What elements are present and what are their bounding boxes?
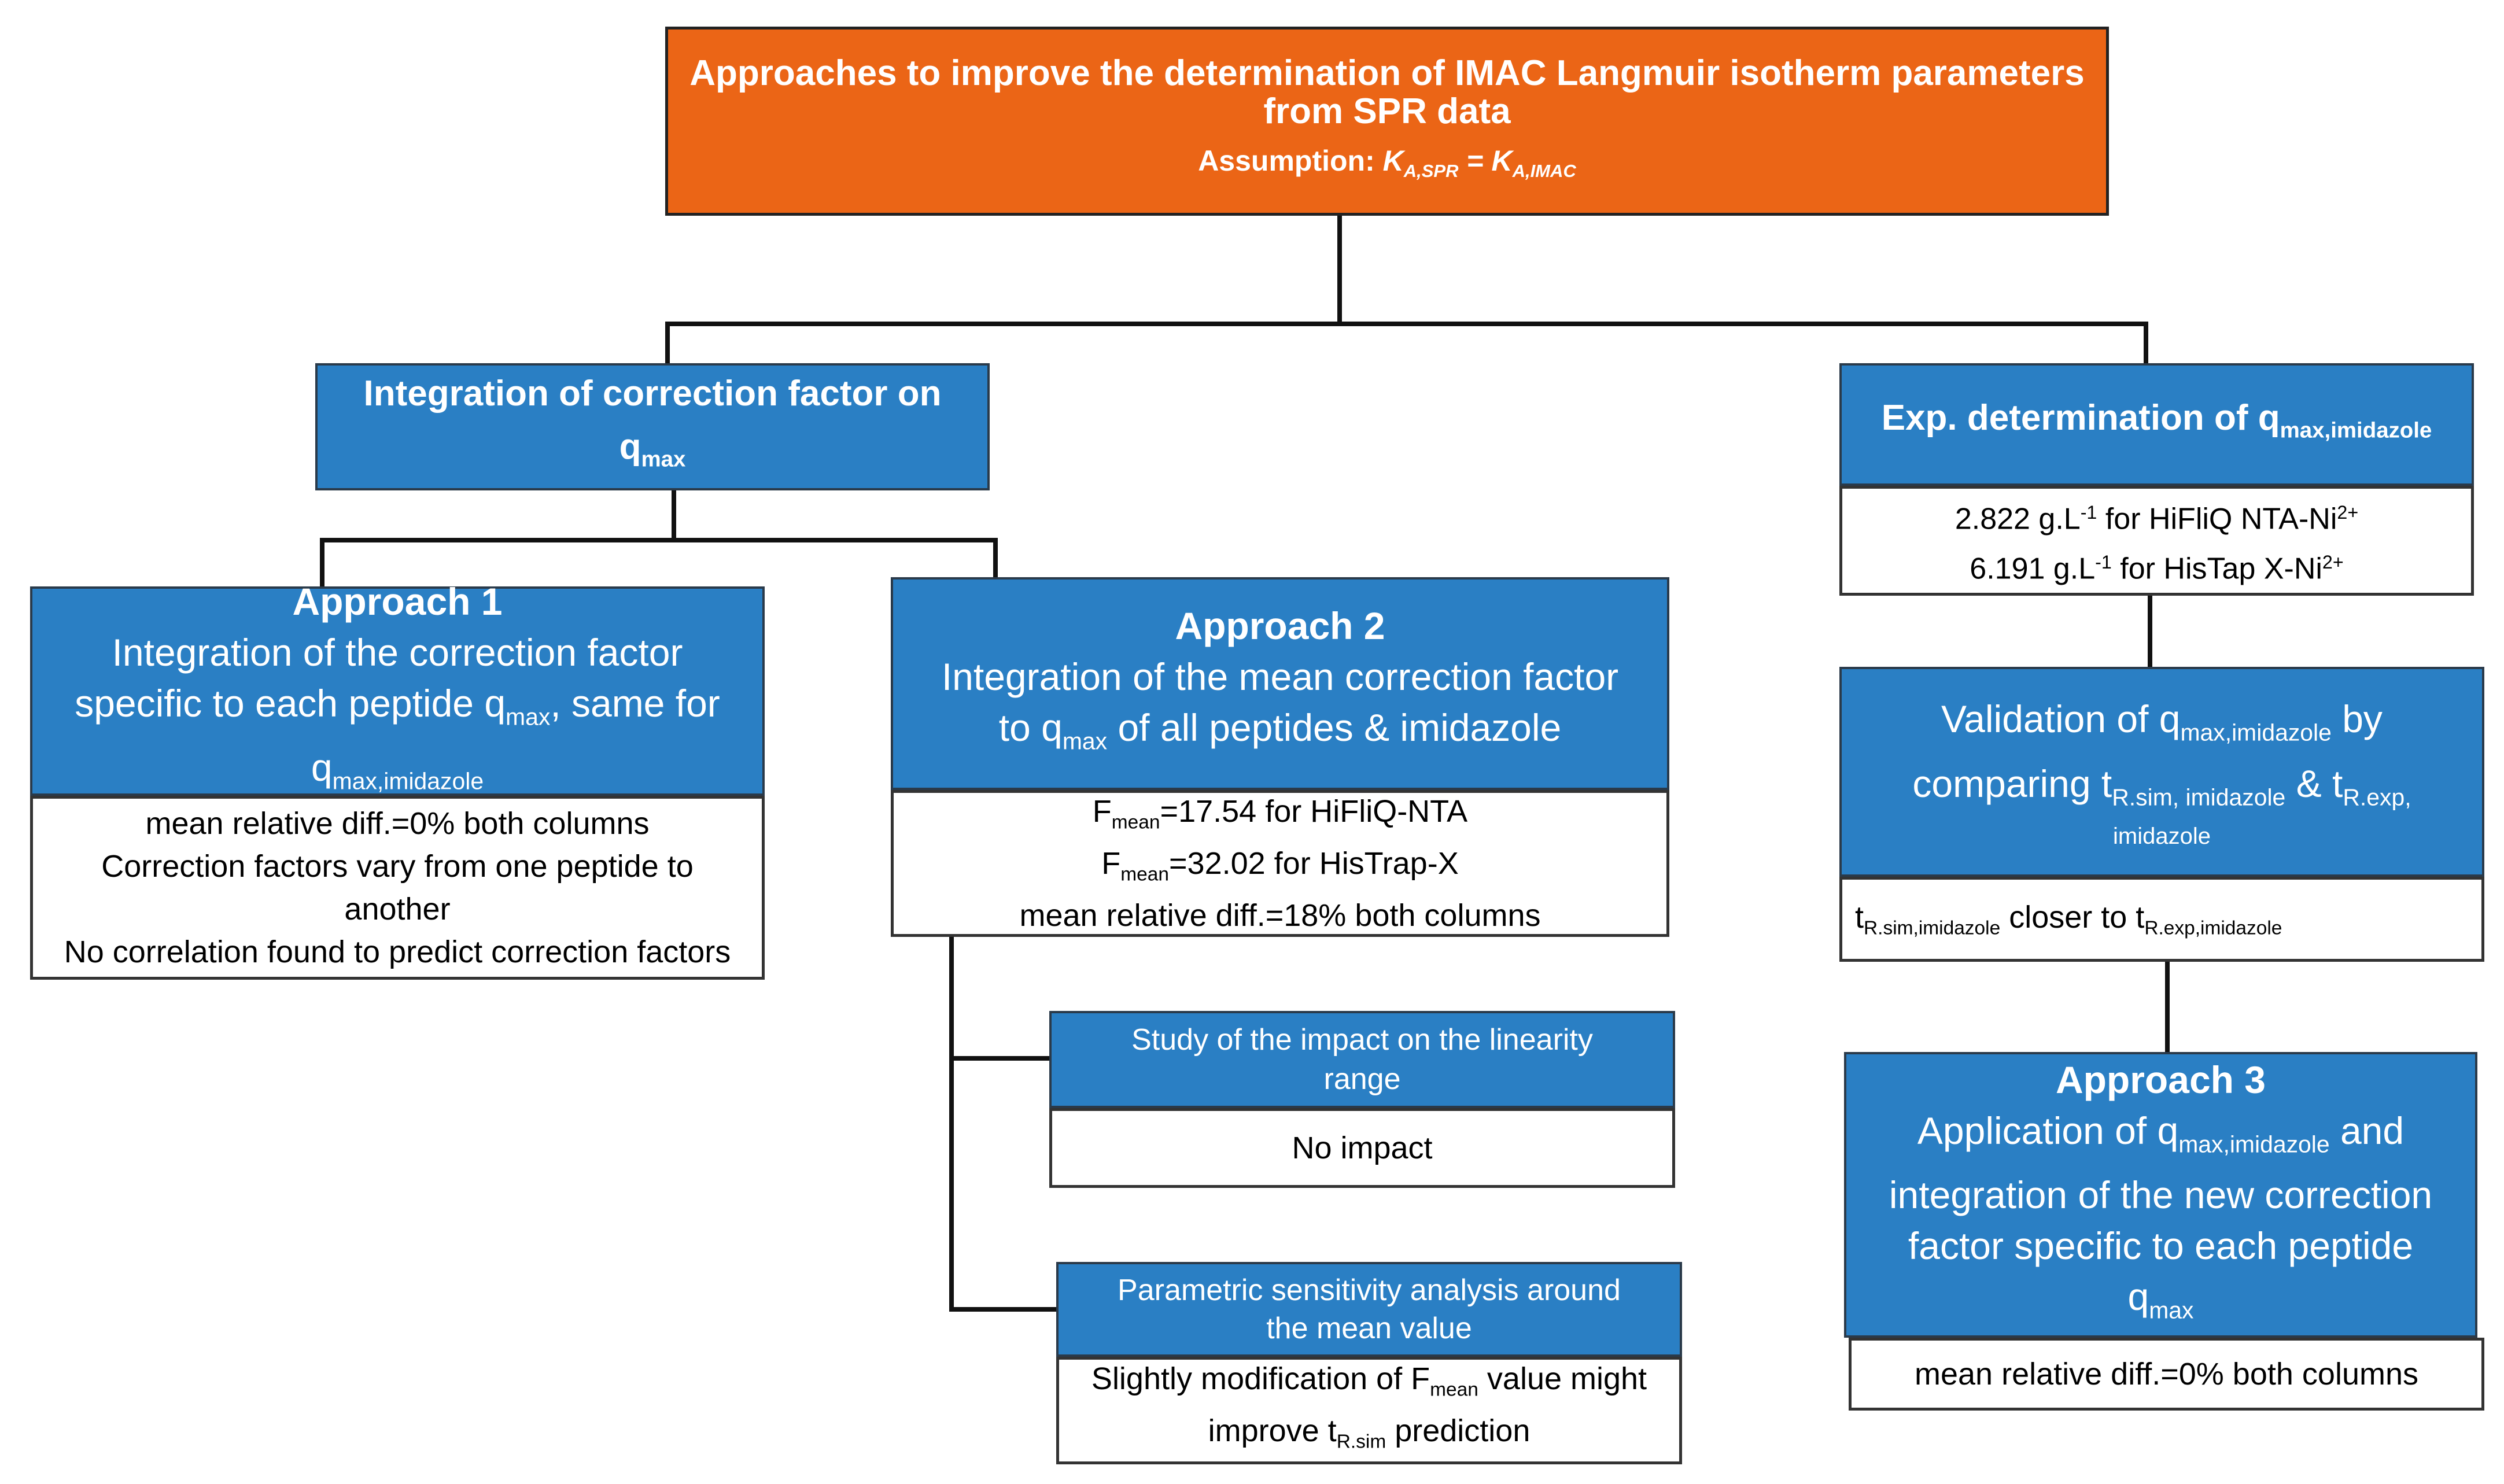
validation-result: tR.sim,imidazole closer to tR.exp,imidaz… bbox=[1839, 877, 2484, 962]
approach1-line1: Integration of the correction factor bbox=[112, 630, 683, 674]
exp-determination-title: Exp. determination of qmax,imidazole bbox=[1881, 398, 2432, 443]
approach2-result-diff: mean relative diff.=18% both columns bbox=[1019, 898, 1541, 933]
approach2-result: Fmean=17.54 for HiFliQ-NTA Fmean=32.02 f… bbox=[891, 790, 1669, 937]
correction-factor-title: Integration of correction factor on bbox=[363, 374, 942, 414]
approach2-line1: Integration of the mean correction facto… bbox=[941, 655, 1619, 699]
sensitivity-title-line1: Parametric sensitivity analysis around bbox=[1118, 1273, 1621, 1307]
approach1-line3: qmax,imidazole bbox=[311, 746, 484, 795]
approach3-result: mean relative diff.=0% both columns bbox=[1849, 1338, 2484, 1411]
linearity-box: Study of the impact on the linearity ran… bbox=[1049, 1011, 1675, 1108]
validation-result-text: tR.sim,imidazole closer to tR.exp,imidaz… bbox=[1855, 899, 2282, 939]
exp-determination-result: 2.822 g.L-1 for HiFliQ NTA-Ni2+ 6.191 g.… bbox=[1839, 486, 2474, 596]
approach3-box: Approach 3 Application of qmax,imidazole… bbox=[1844, 1052, 2477, 1338]
exp-determination-box: Exp. determination of qmax,imidazole bbox=[1839, 363, 2474, 486]
validation-line2: comparing tR.sim, imidazole & tR.exp, bbox=[1912, 762, 2411, 810]
hifliq-capacity: 2.822 g.L-1 for HiFliQ NTA-Ni2+ bbox=[1954, 502, 2359, 536]
approach1-result: mean relative diff.=0% both columns Corr… bbox=[30, 796, 765, 980]
sensitivity-result-line1: Slightly modification of Fmean value mig… bbox=[1091, 1361, 1647, 1401]
validation-line3: imidazole bbox=[2113, 823, 2211, 849]
approach3-line2: integration of the new correction bbox=[1889, 1173, 2433, 1216]
linearity-result: No impact bbox=[1049, 1108, 1675, 1188]
approach3-line3: factor specific to each peptide bbox=[1908, 1224, 2414, 1267]
correction-factor-qmax: qmax bbox=[619, 427, 686, 472]
validation-line1: Validation of qmax,imidazole by bbox=[1941, 697, 2383, 746]
sensitivity-title-line2: the mean value bbox=[1266, 1312, 1472, 1345]
root-title-line2: from SPR data bbox=[1263, 91, 1511, 131]
approach3-line4: qmax bbox=[2127, 1275, 2194, 1324]
histap-capacity: 6.191 g.L-1 for HisTap X-Ni2+ bbox=[1970, 552, 2344, 586]
approach2-title: Approach 2 bbox=[1175, 604, 1385, 648]
root-title-line1: Approaches to improve the determination … bbox=[689, 53, 2085, 93]
linearity-title-line1: Study of the impact on the linearity bbox=[1131, 1023, 1593, 1057]
approach3-title: Approach 3 bbox=[2055, 1058, 2266, 1101]
validation-box: Validation of qmax,imidazole by comparin… bbox=[1839, 667, 2484, 877]
approach1-line2: specific to each peptide qmax, same for bbox=[75, 681, 720, 730]
approach1-result-correlation: No correlation found to predict correcti… bbox=[64, 935, 731, 969]
sensitivity-result: Slightly modification of Fmean value mig… bbox=[1056, 1357, 1682, 1464]
linearity-title-line2: range bbox=[1323, 1062, 1401, 1096]
approach1-result-diff: mean relative diff.=0% both columns bbox=[145, 806, 650, 841]
approach3-line1: Application of qmax,imidazole and bbox=[1917, 1109, 2405, 1157]
fmean-histrap: Fmean=32.02 for HisTrap-X bbox=[1101, 846, 1459, 885]
sensitivity-result-line2: improve tR.sim prediction bbox=[1208, 1413, 1531, 1453]
correction-factor-box: Integration of correction factor on qmax bbox=[315, 363, 990, 490]
root-box: Approaches to improve the determination … bbox=[665, 27, 2109, 216]
root-assumption: Assumption: KA,SPR = KA,IMAC bbox=[1198, 144, 1576, 181]
approach1-title: Approach 1 bbox=[292, 579, 503, 623]
approach1-result-vary: Correction factors vary from one peptide… bbox=[101, 849, 694, 884]
linearity-result-text: No impact bbox=[1292, 1131, 1433, 1165]
approach2-box: Approach 2 Integration of the mean corre… bbox=[891, 577, 1669, 790]
sensitivity-box: Parametric sensitivity analysis around t… bbox=[1056, 1262, 1682, 1357]
approach2-line2: to qmax of all peptides & imidazole bbox=[998, 706, 1562, 755]
approach1-box: Approach 1 Integration of the correction… bbox=[30, 580, 765, 796]
fmean-hifliq: Fmean=17.54 for HiFliQ-NTA bbox=[1092, 794, 1468, 833]
approach3-result-text: mean relative diff.=0% both columns bbox=[1915, 1357, 2418, 1391]
approach1-result-another: another bbox=[344, 892, 451, 926]
